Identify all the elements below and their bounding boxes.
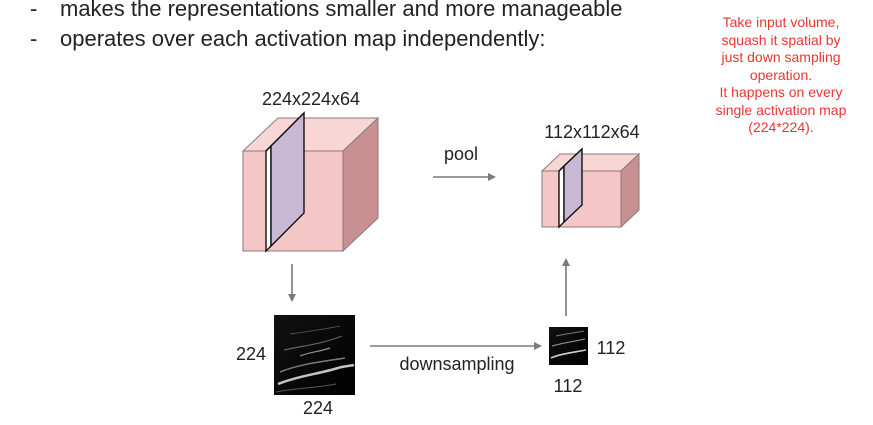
note-line: squash it spatial by [721,31,841,48]
annotation-note: Take input volume, squash it spatial by … [693,14,869,137]
output-activation-map [549,327,588,365]
bullet-marker: - [30,26,38,51]
output-volume-cube [540,147,641,229]
output-activation-slice [558,147,583,229]
note-line: Take input volume, [722,14,840,30]
downsampling-label: downsampling [399,354,514,374]
bullet-text: makes the representations smaller and mo… [60,0,623,21]
note-line: operation. [749,66,813,83]
input-activation-slice [265,111,305,253]
note-line: single activation map [715,101,847,118]
output-map-height-label: 112 [597,338,626,358]
input-volume-label: 224x224x64 [262,89,360,109]
bullet-text: operates over each activation map indepe… [60,26,546,51]
input-activation-map [274,315,355,395]
output-map-width-label: 112 [554,376,583,396]
note-line: just down sampling [721,49,841,65]
input-map-height-label: 224 [236,344,266,364]
note-line: It happens on every [719,84,843,100]
pool-label: pool [444,144,478,164]
note-line: (224*224). [748,119,814,135]
input-volume-cube [241,111,380,253]
output-volume-label: 112x112x64 [544,122,639,142]
bullet-marker: - [30,0,38,21]
input-map-width-label: 224 [303,398,333,418]
